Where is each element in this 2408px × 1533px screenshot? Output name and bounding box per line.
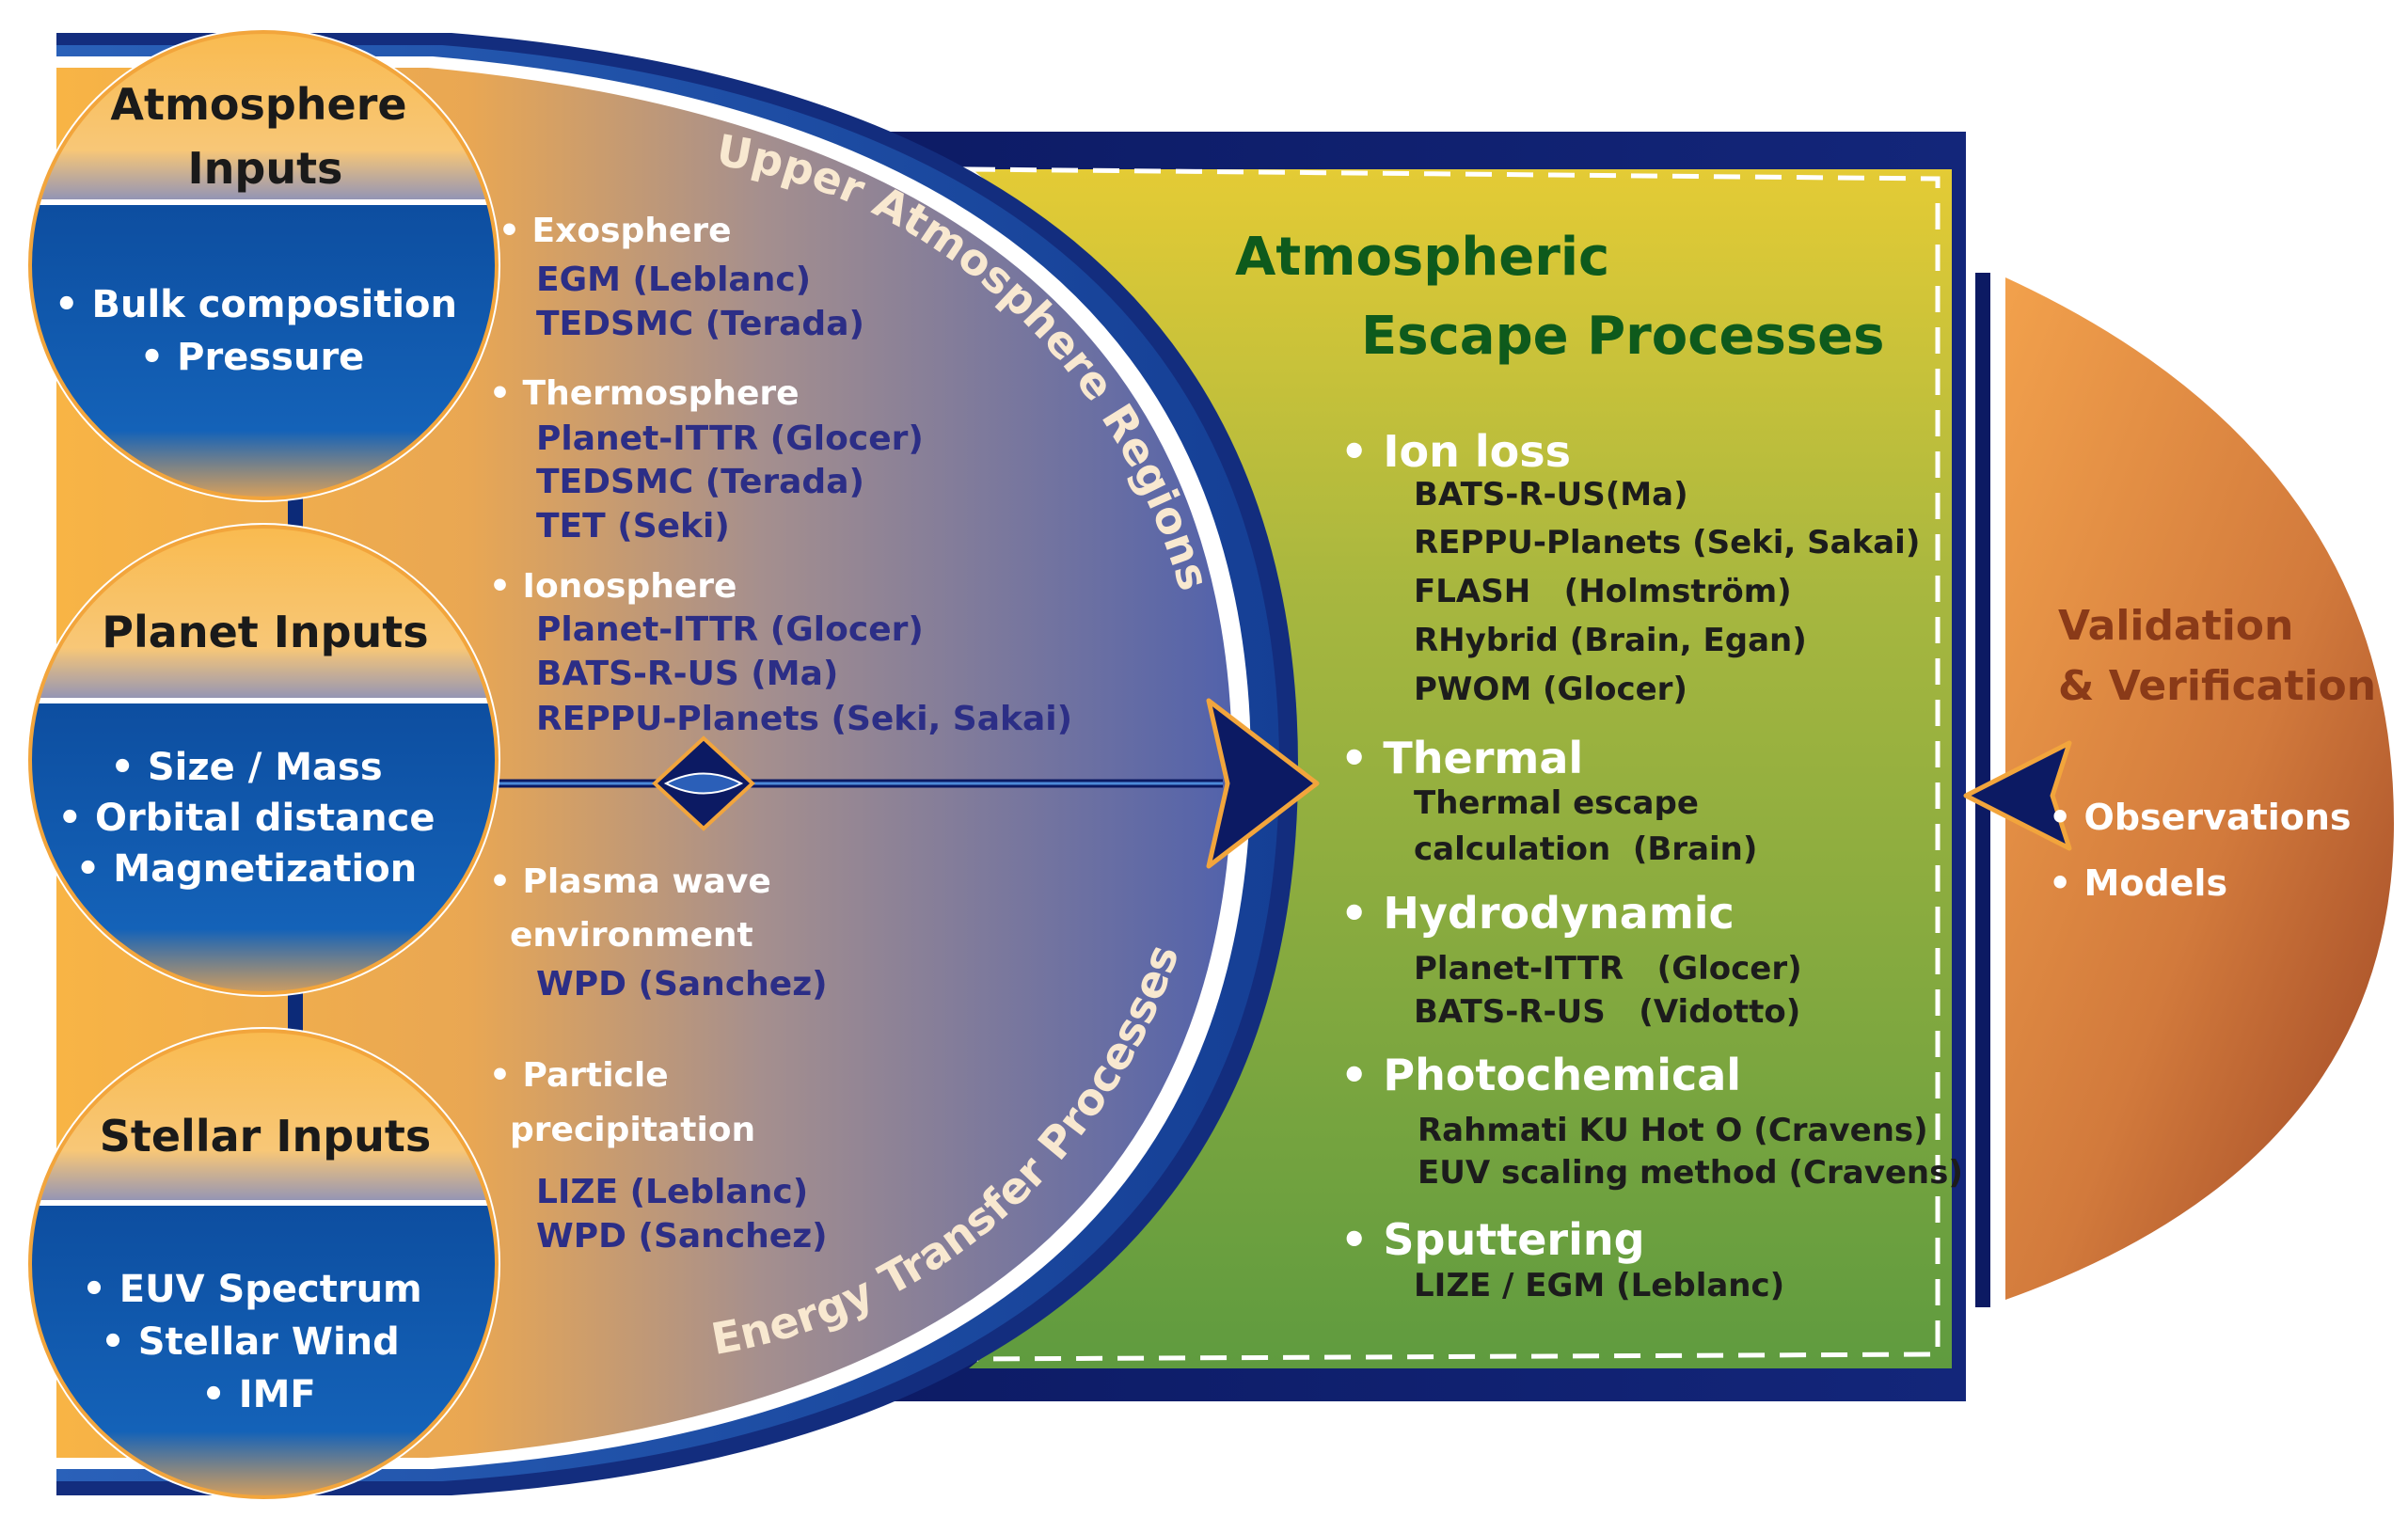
escape-heading-ion-loss: • Ion loss — [1340, 426, 1571, 477]
escape-model: EUV scaling method (Cravens) — [1418, 1154, 1963, 1192]
region-heading-plasma-wave-2: environment — [510, 916, 753, 955]
planet-inputs-title: Planet Inputs — [102, 607, 428, 657]
region-model: Planet-ITTR (Glocer) — [536, 419, 924, 458]
escape-model: PWOM (Glocer) — [1414, 671, 1687, 708]
validation-item: • Observations — [2049, 797, 2352, 838]
region-model: BATS-R-US (Ma) — [536, 655, 838, 693]
stellar-inputs-title: Stellar Inputs — [100, 1111, 432, 1162]
escape-model: LIZE / EGM (Leblanc) — [1414, 1267, 1784, 1304]
region-heading-exosphere: • Exosphere — [499, 212, 732, 250]
planet-input-item: • Size / Mass — [110, 746, 382, 789]
region-model: EGM (Leblanc) — [536, 261, 811, 299]
validation-item: • Models — [2049, 862, 2227, 904]
atmosphere-input-item: • Pressure — [140, 336, 365, 379]
escape-heading-hydrodynamic: • Hydrodynamic — [1340, 888, 1735, 939]
escape-heading-thermal: • Thermal — [1340, 733, 1583, 783]
region-heading-plasma-wave: • Plasma wave — [489, 862, 771, 901]
stellar-input-item: • Stellar Wind — [101, 1320, 400, 1364]
region-heading-particle-2: precipitation — [510, 1111, 755, 1149]
escape-heading-sputtering: • Sputtering — [1340, 1214, 1645, 1265]
stellar-input-item: • IMF — [201, 1373, 316, 1416]
region-model: WPD (Sanchez) — [536, 965, 828, 1004]
escape-model: REPPU-Planets (Seki, Sakai) — [1414, 524, 1920, 561]
escape-model: calculation (Brain) — [1414, 830, 1757, 868]
region-model: Planet-ITTR (Glocer) — [536, 610, 924, 649]
region-heading-ionosphere: • Ionosphere — [489, 567, 737, 606]
stellar-input-item: • EUV Spectrum — [82, 1268, 421, 1311]
stellar-inputs-circle — [26, 1027, 500, 1501]
arrow-to-escape — [1206, 698, 1320, 869]
escape-title-1: Atmospheric — [1235, 227, 1609, 288]
atmosphere-inputs-title-2: Inputs — [188, 143, 343, 194]
escape-title-2: Escape Processes — [1361, 306, 1884, 367]
atmosphere-inputs-title-1: Atmosphere — [110, 79, 406, 130]
escape-list: • Ion loss BATS-R-US(Ma) REPPU-Planets (… — [1340, 426, 1963, 1304]
planet-input-item: • Magnetization — [76, 847, 417, 891]
region-heading-particle: • Particle — [489, 1056, 669, 1095]
region-model: WPD (Sanchez) — [536, 1217, 828, 1256]
validation-panel — [2005, 277, 2394, 1300]
region-model: LIZE (Leblanc) — [536, 1173, 808, 1211]
planet-input-item: • Orbital distance — [58, 797, 436, 840]
escape-model: Thermal escape — [1414, 784, 1699, 822]
validation-title-2: & Verification — [2058, 662, 2376, 710]
regions-list: • Exosphere EGM (Leblanc) TEDSMC (Terada… — [489, 212, 1072, 1256]
arrow-to-validation — [1963, 740, 2072, 851]
region-model: TEDSMC (Terada) — [536, 463, 864, 501]
atmosphere-input-item: • Bulk composition — [55, 283, 457, 326]
escape-model: Rahmati KU Hot O (Cravens) — [1418, 1112, 1928, 1149]
escape-model: BATS-R-US(Ma) — [1414, 476, 1688, 514]
region-heading-thermosphere: • Thermosphere — [489, 374, 800, 413]
region-model: TEDSMC (Terada) — [536, 305, 864, 343]
escape-model: FLASH (Holmström) — [1414, 573, 1792, 610]
validation-title-1: Validation — [2058, 602, 2293, 650]
escape-model: RHybrid (Brain, Egan) — [1414, 622, 1807, 659]
escape-model: BATS-R-US (Vidotto) — [1414, 993, 1800, 1031]
escape-heading-photochemical: • Photochemical — [1340, 1050, 1741, 1100]
divider-diamond-lens — [663, 772, 744, 795]
region-model: TET (Seki) — [536, 507, 730, 545]
escape-model: Planet-ITTR (Glocer) — [1414, 950, 1802, 988]
region-model: REPPU-Planets (Seki, Sakai) — [536, 700, 1072, 738]
